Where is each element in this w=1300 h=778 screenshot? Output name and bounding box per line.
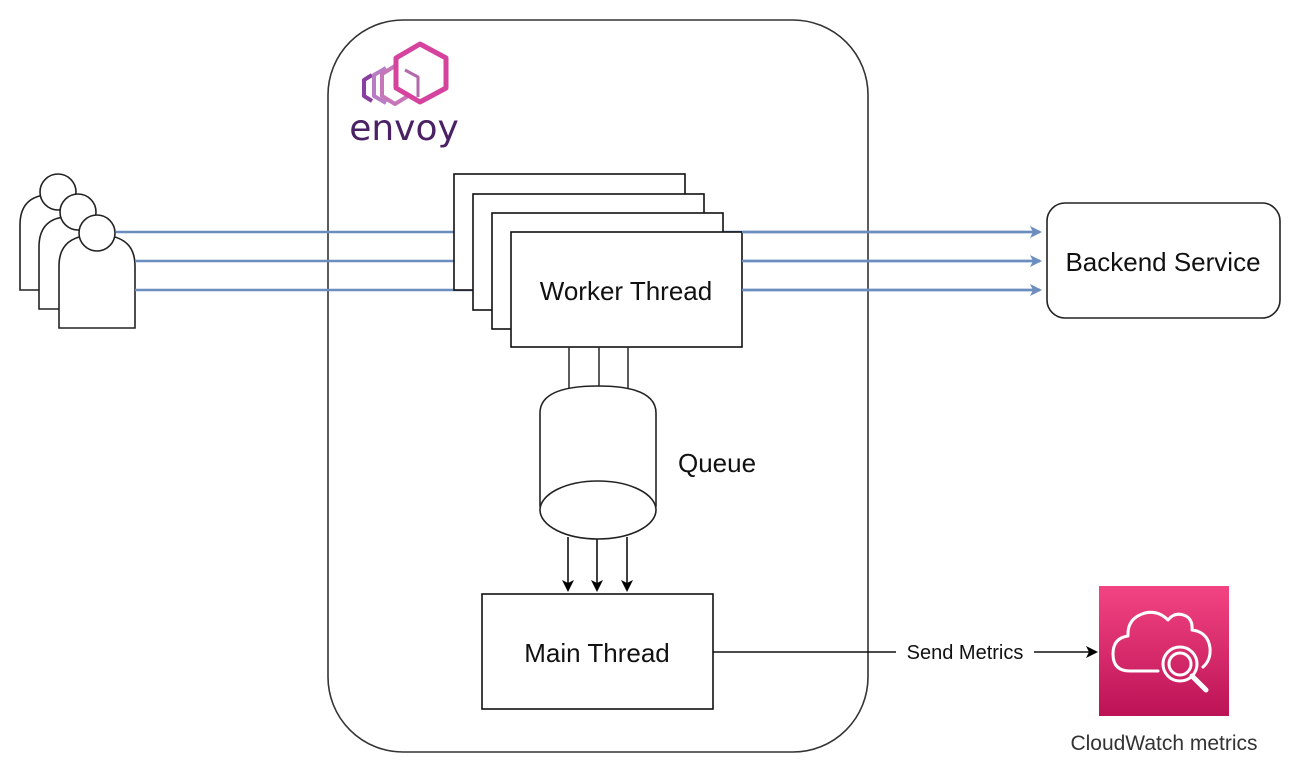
envoy-hexagon-icon: [362, 41, 449, 106]
send-metrics-label: Send Metrics: [907, 642, 1024, 664]
backend-service-label: Backend Service: [1065, 247, 1260, 277]
cloudwatch-icon[interactable]: [1099, 586, 1229, 716]
worker-to-queue-links: [568, 347, 629, 392]
main-thread-label: Main Thread: [524, 638, 670, 668]
envoy-logo: envoy: [349, 41, 459, 149]
cloud-icon: [1111, 610, 1212, 673]
queue-label: Queue: [678, 448, 756, 478]
queue-cylinder[interactable]: [539, 385, 657, 540]
backend-service-box[interactable]: [1046, 202, 1281, 319]
magnifier-icon: [1161, 645, 1209, 693]
cloudwatch-label: CloudWatch metrics: [1070, 732, 1257, 755]
users-icon: [19, 173, 136, 329]
queue-to-main-arrows: [562, 537, 633, 592]
edge-label-bg: [896, 640, 1034, 664]
envoy-wordmark: envoy: [349, 108, 459, 149]
worker-thread-label: Worker Thread: [540, 276, 712, 306]
main-thread-box[interactable]: [481, 593, 714, 710]
worker-thread-stack: [453, 173, 743, 348]
